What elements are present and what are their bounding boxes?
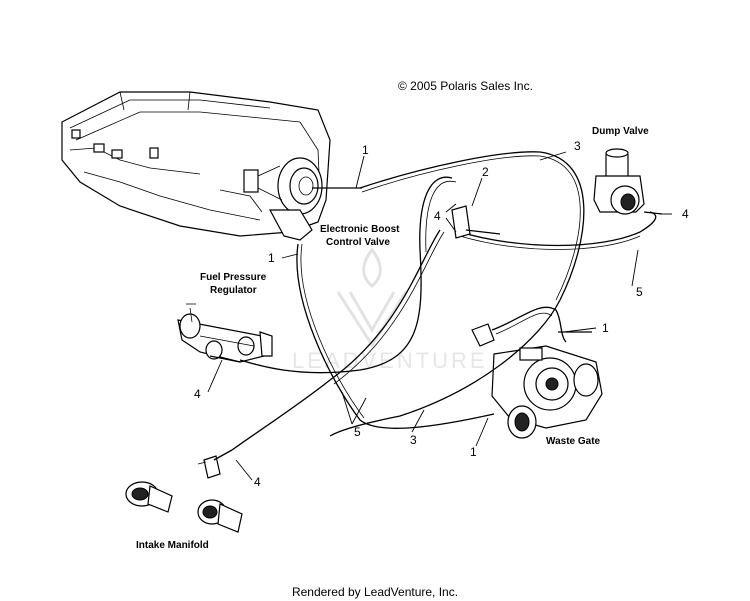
fuel-regulator-label-line1: Fuel Pressure: [200, 272, 267, 283]
callout-1: 1: [268, 251, 275, 265]
callout-4: 4: [254, 475, 261, 489]
boost-valve-label-line2: Control Valve: [326, 237, 390, 248]
turbo-waste-gate: [471, 323, 603, 439]
dump-valve: [593, 148, 645, 215]
footer-text: Rendered by LeadVenture, Inc.: [292, 585, 458, 599]
waste-gate-label: Waste Gate: [546, 436, 601, 447]
callout-4: 4: [682, 207, 689, 221]
airbox-housing: [61, 91, 331, 237]
dump-valve-label: Dump Valve: [592, 126, 649, 137]
callout-4: 4: [434, 209, 441, 223]
watermark-logo: [336, 247, 408, 348]
intake-manifold: [125, 455, 243, 533]
fuel-regulator-label-line2: Regulator: [210, 285, 257, 296]
hoses: [209, 151, 663, 461]
leader-lines: [207, 151, 672, 481]
callout-3: 3: [410, 433, 417, 447]
callout-1: 1: [362, 143, 369, 157]
callout-5: 5: [354, 425, 361, 439]
intake-manifold-label: Intake Manifold: [136, 540, 209, 551]
electronic-boost-control-valve: [243, 157, 323, 241]
callout-4: 4: [194, 387, 201, 401]
fuel-pressure-regulator: [177, 303, 273, 363]
boost-valve-label-line1: Electronic Boost: [320, 224, 400, 235]
callout-5: 5: [636, 285, 643, 299]
callout-1: 1: [470, 445, 477, 459]
callout-2: 2: [482, 165, 489, 179]
callout-1: 1: [602, 321, 609, 335]
callout-3: 3: [574, 139, 581, 153]
copyright-text: © 2005 Polaris Sales Inc.: [398, 79, 533, 93]
